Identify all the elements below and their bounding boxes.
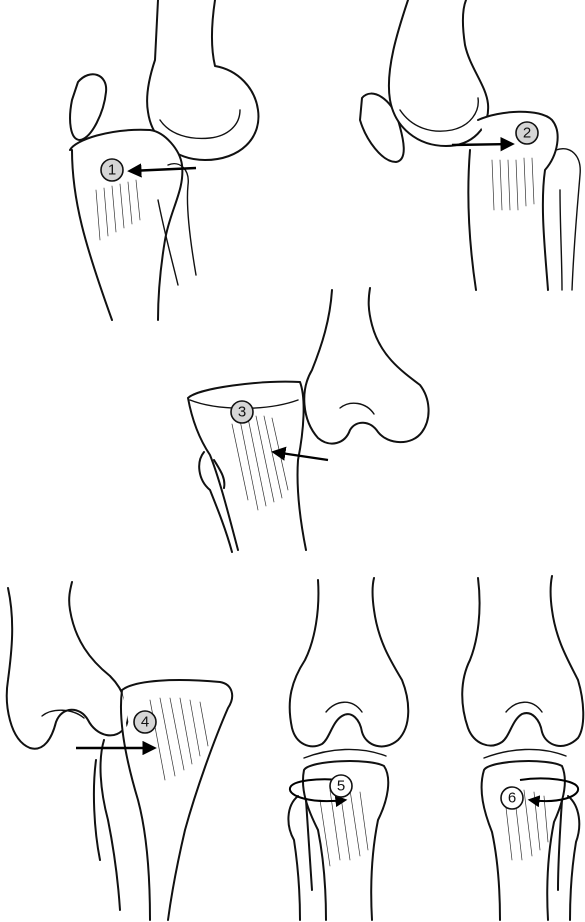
panel-4: 4 (7, 582, 232, 920)
panel-6: 6 (462, 576, 583, 920)
tibia (70, 130, 182, 320)
marker-4: 4 (134, 711, 156, 733)
marker-6-label: 6 (508, 790, 516, 807)
marker-5-label: 5 (337, 778, 345, 795)
femur (462, 576, 583, 746)
panel-1: 1 (70, 0, 258, 320)
meniscus (484, 749, 566, 758)
marker-5: 5 (330, 775, 352, 797)
femur (304, 288, 428, 444)
marker-1-label: 1 (108, 162, 116, 179)
patella (70, 74, 106, 140)
marker-3-label: 3 (238, 404, 246, 421)
marker-2-label: 2 (523, 125, 531, 142)
marker-1: 1 (101, 159, 123, 181)
femur (290, 578, 409, 746)
marker-6: 6 (501, 787, 523, 809)
fibula (94, 740, 120, 910)
fibula (556, 149, 580, 290)
fibula (558, 796, 579, 920)
marker-2: 2 (516, 122, 538, 144)
arrow-2 (452, 144, 512, 145)
marker-3: 3 (231, 401, 253, 423)
tibia (482, 761, 565, 920)
panel-3: 3 (188, 288, 429, 552)
panel-2: 2 (360, 0, 580, 290)
panel-5: 5 (288, 578, 408, 920)
femur (389, 0, 488, 146)
meniscus (304, 749, 386, 758)
tibia (468, 112, 557, 290)
marker-4-label: 4 (141, 714, 149, 731)
fibula (288, 796, 312, 920)
fibula (199, 452, 232, 552)
femur (7, 582, 128, 749)
